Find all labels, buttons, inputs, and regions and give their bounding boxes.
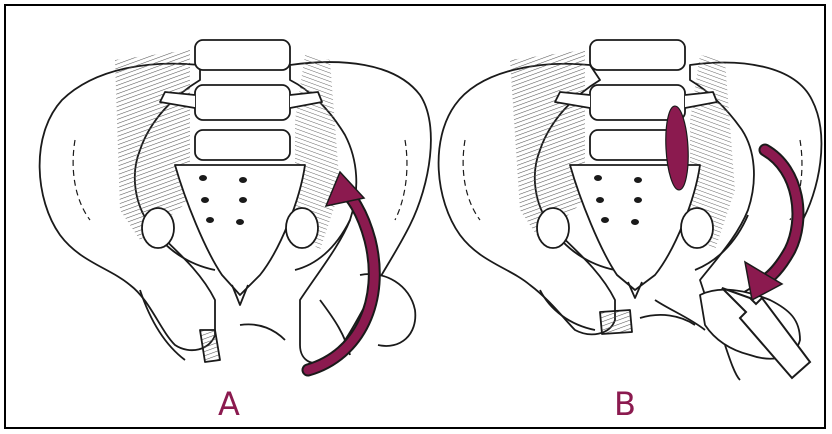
panel-label-a: A: [199, 386, 259, 422]
lumbar-vertebra-b1: [590, 40, 685, 70]
lumbar-vertebra-a1: [195, 40, 290, 70]
lumbar-vertebra-a3: [195, 130, 290, 160]
lumbar-vertebra-a2: [195, 85, 290, 120]
panel-label-b: B: [595, 386, 655, 422]
